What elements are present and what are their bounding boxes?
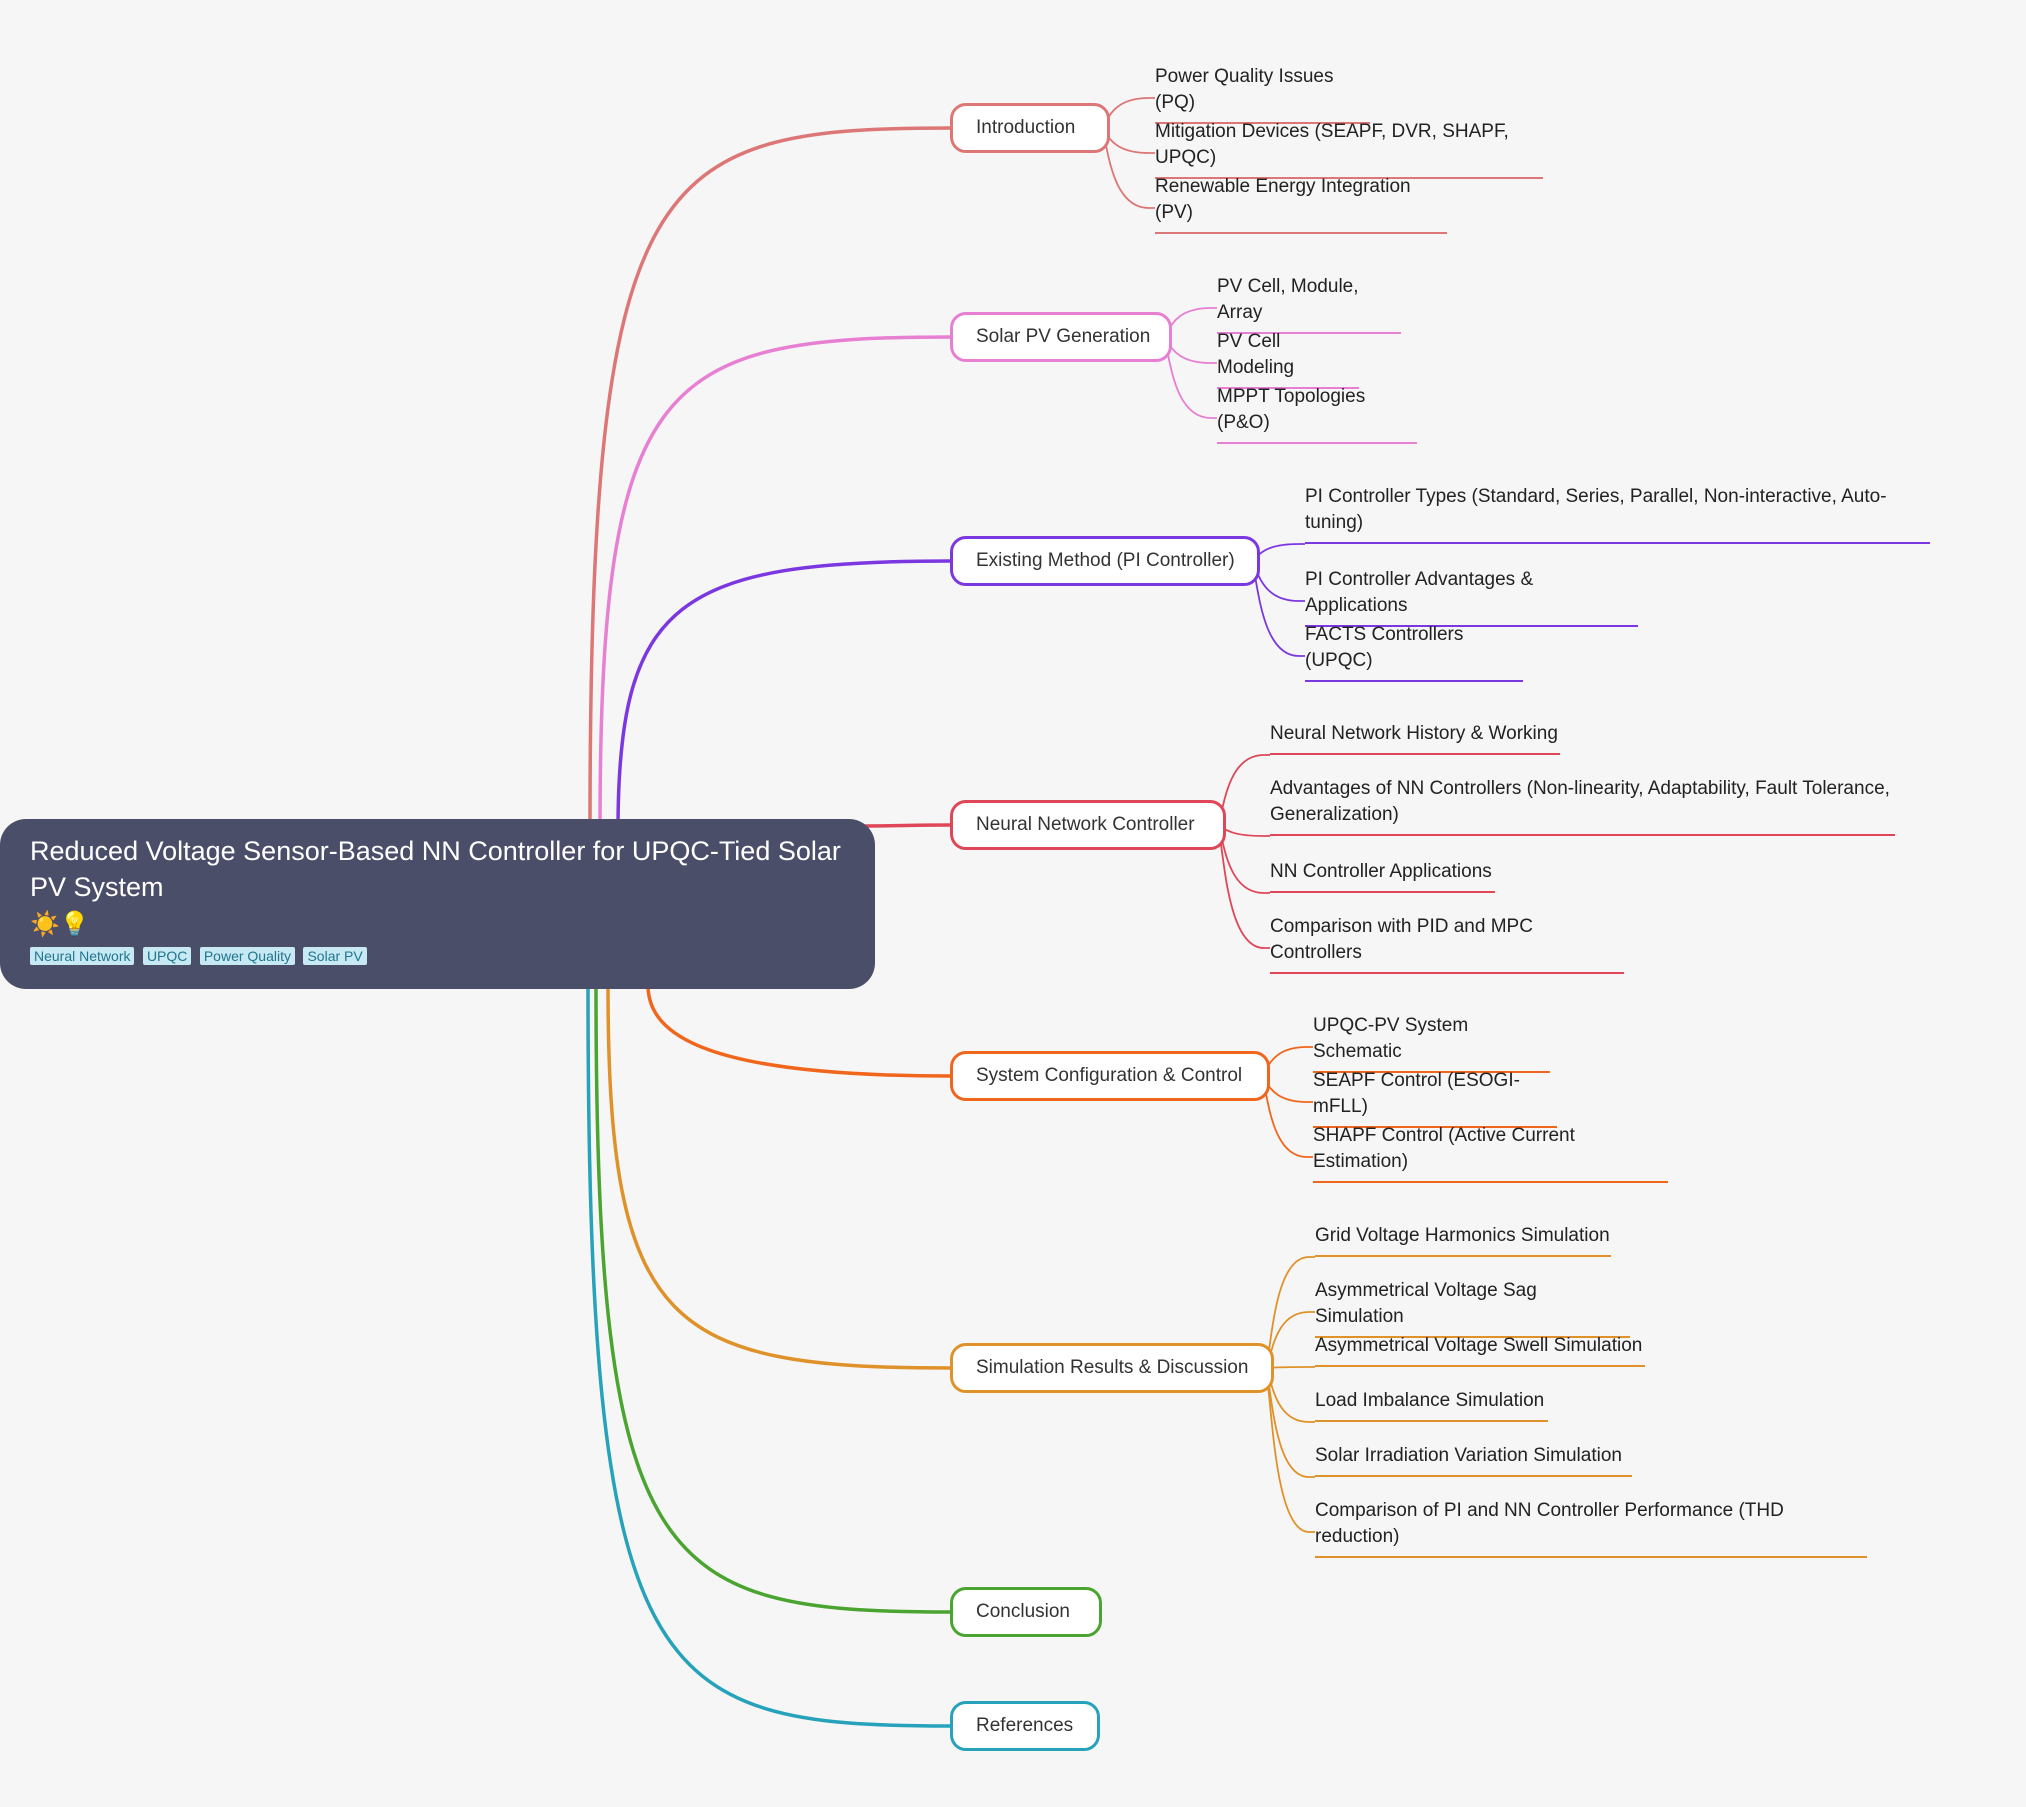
tag-upqc[interactable]: UPQC [142,947,192,965]
connector-references [586,984,951,1728]
leaf-facts-controllers-upqc[interactable]: FACTS Controllers (UPQC) [1305,622,1523,682]
connector-neural-network-controller [859,823,951,828]
branch-simulation-results-and-discussion[interactable]: Simulation Results & Discussion [950,1343,1274,1393]
leaf-renewable-energy-integration-pv[interactable]: Renewable Energy Integration (PV) [1155,174,1447,234]
root-tags: Neural Network UPQC Power Quality Solar … [30,947,845,966]
leaf-mppt-topologies-pando[interactable]: MPPT Topologies (P&O) [1217,384,1417,444]
leaf-pv-cell-module-array[interactable]: PV Cell, Module, Array [1217,274,1401,334]
leaf-nn-controller-applications[interactable]: NN Controller Applications [1270,859,1495,893]
leaf-advantages-of-nn-controllers-non-lineari[interactable]: Advantages of NN Controllers (Non-linear… [1270,776,1895,836]
connector-simulation-results-and-discussion [606,984,951,1370]
leaf-seapf-control-esogi-mfll[interactable]: SEAPF Control (ESOGI-mFLL) [1313,1068,1557,1128]
root-node[interactable]: Reduced Voltage Sensor-Based NN Controll… [0,819,875,989]
connector-system-configuration-and-control [646,984,951,1078]
connector-conclusion [594,984,951,1614]
branch-references[interactable]: References [950,1701,1100,1751]
branch-existing-method-pi-controller[interactable]: Existing Method (PI Controller) [950,536,1260,586]
leaf-pi-controller-types-standard-series-para[interactable]: PI Controller Types (Standard, Series, P… [1305,484,1930,544]
connector-solar-pv-generation [598,335,951,831]
leaf-load-imbalance-simulation[interactable]: Load Imbalance Simulation [1315,1388,1548,1422]
tag-power-quality[interactable]: Power Quality [199,947,295,965]
leaf-solar-irradiation-variation-simulation[interactable]: Solar Irradiation Variation Simulation [1315,1443,1632,1477]
leaf-upqc-pv-system-schematic[interactable]: UPQC-PV System Schematic [1313,1013,1550,1073]
root-emoji: ☀️💡 [30,911,90,938]
leaf-shapf-control-active-current-estimation[interactable]: SHAPF Control (Active Current Estimation… [1313,1123,1668,1183]
branch-system-configuration-and-control[interactable]: System Configuration & Control [950,1051,1270,1101]
branch-introduction[interactable]: Introduction [950,103,1110,153]
leaf-comparison-with-pid-and-mpc-controllers[interactable]: Comparison with PID and MPC Controllers [1270,914,1624,974]
tag-solar-pv[interactable]: Solar PV [303,947,367,965]
branch-neural-network-controller[interactable]: Neural Network Controller [950,800,1226,850]
leaf-pv-cell-modeling[interactable]: PV Cell Modeling [1217,329,1359,389]
leaf-pi-controller-advantages-and-application[interactable]: PI Controller Advantages & Applications [1305,567,1638,627]
tag-neural-network[interactable]: Neural Network [30,947,135,965]
leaf-power-quality-issues-pq[interactable]: Power Quality Issues (PQ) [1155,64,1370,124]
leaf-asymmetrical-voltage-sag-simulation[interactable]: Asymmetrical Voltage Sag Simulation [1315,1278,1630,1338]
connector-introduction [588,126,951,831]
leaf-neural-network-history-and-working[interactable]: Neural Network History & Working [1270,721,1560,755]
leaf-mitigation-devices-seapf-dvr-shapf-upqc[interactable]: Mitigation Devices (SEAPF, DVR, SHAPF, U… [1155,119,1543,179]
connector-existing-method-pi-controller [616,559,951,831]
leaf-grid-voltage-harmonics-simulation[interactable]: Grid Voltage Harmonics Simulation [1315,1223,1611,1257]
leaf-asymmetrical-voltage-swell-simulation[interactable]: Asymmetrical Voltage Swell Simulation [1315,1333,1645,1367]
leaf-comparison-of-pi-and-nn-controller-perfo[interactable]: Comparison of PI and NN Controller Perfo… [1315,1498,1867,1558]
branch-solar-pv-generation[interactable]: Solar PV Generation [950,312,1172,362]
connector-simulation-results-and-discussion-5 [1263,1367,1315,1533]
branch-conclusion[interactable]: Conclusion [950,1587,1102,1637]
root-title: Reduced Voltage Sensor-Based NN Controll… [30,836,841,902]
